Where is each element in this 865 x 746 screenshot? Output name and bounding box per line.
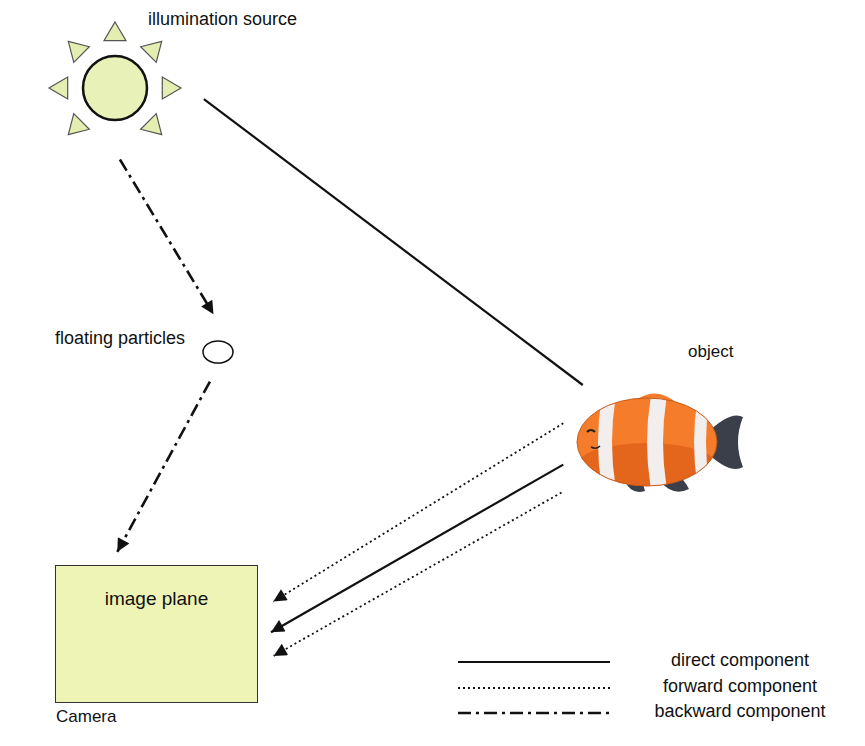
node-label: illumination source [148,9,297,31]
sun-ray [49,77,68,99]
legend-sample [458,687,610,689]
sun-ray [68,114,89,135]
particle-ellipse [203,341,233,363]
direct-component-line [204,99,583,385]
sun-disc [83,56,147,120]
sun-ray [68,41,89,62]
sun-shape [82,55,148,121]
sun-ray [104,22,126,41]
legend-text: forward component [663,676,817,698]
node-label: floating particles [55,328,185,350]
node-label: object [688,342,733,362]
backward-component-line [117,382,210,552]
backward-component-line [120,160,214,315]
legend-text: direct component [671,650,809,672]
sun-ray [141,114,162,135]
legend-sample [458,712,610,715]
box-title: image plane [105,588,209,611]
fish-shape [565,385,745,500]
sun-ray [141,41,162,62]
sun-node: illumination source [82,55,148,121]
box-caption: Camera [56,707,116,727]
fish-mouth [591,446,600,448]
ellipse-node: floating particles [202,340,234,364]
fish-stripe [647,385,669,500]
legend-text: backward component [654,701,825,723]
legend-sample [458,661,610,663]
fish-node: object [565,385,745,500]
ellipse-shape [202,340,234,364]
sun-ray [162,77,181,99]
camera-box: image planeCamera [55,565,258,703]
forward-component-line [274,492,562,655]
direct-component-line [271,465,563,633]
fish-outline [577,398,717,486]
fish-stripe [694,385,712,500]
fish-eye [587,430,595,432]
